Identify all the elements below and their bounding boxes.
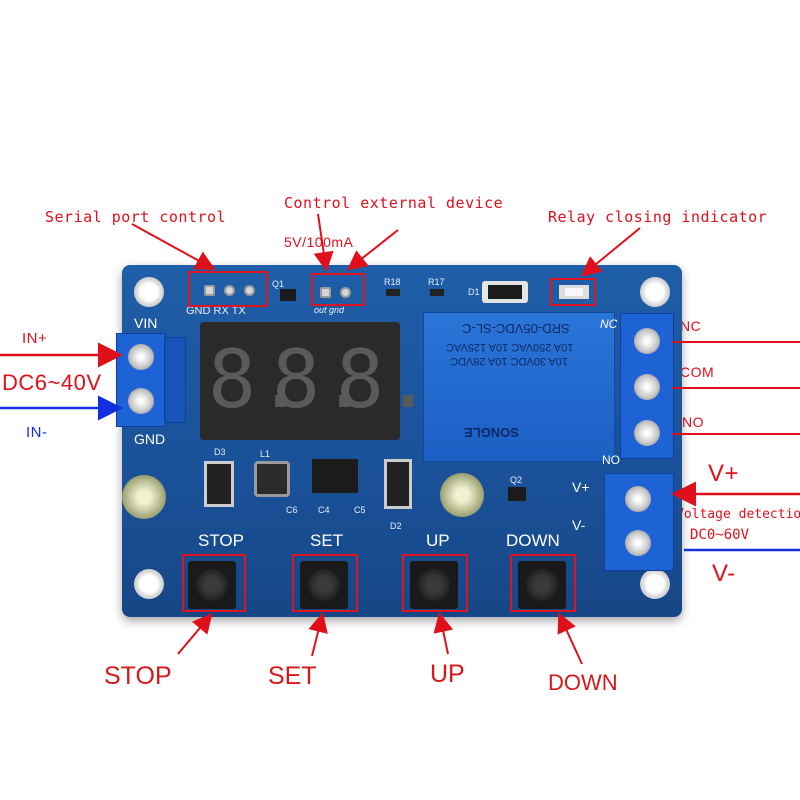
up-arrow — [433, 612, 454, 655]
c6-label: C6 — [286, 505, 298, 515]
capacitor-left — [122, 475, 166, 519]
detect-screw-minus — [625, 530, 651, 556]
serial-port-callout: Serial port control — [45, 208, 227, 226]
serial-port-highlight — [188, 271, 268, 307]
r18-label: R18 — [384, 277, 401, 287]
q1-label: Q1 — [272, 279, 285, 289]
set-button-cap[interactable] — [308, 569, 340, 601]
relay-led-highlight — [550, 278, 596, 306]
down-button-cap[interactable] — [526, 569, 558, 601]
down-label: DOWN — [548, 670, 618, 695]
d1-label: D1 — [468, 287, 480, 297]
set-silk: SET — [310, 531, 344, 550]
r17-resistor — [430, 289, 444, 296]
stop-arrow — [177, 612, 213, 655]
r18-resistor — [386, 289, 400, 296]
c5-label: C5 — [354, 505, 366, 515]
q2-label: Q2 — [510, 475, 523, 485]
relay-screw-nc — [634, 328, 660, 354]
l1-inductor — [254, 461, 290, 497]
mounting-hole-top-left — [134, 277, 164, 307]
set-button[interactable] — [300, 561, 348, 609]
five-volt-callout: 5V/100mA — [284, 234, 354, 250]
d2-diode — [384, 459, 412, 509]
input-terminal-side — [164, 337, 186, 423]
capacitor-right — [440, 473, 484, 517]
serial-port-arrow — [131, 223, 216, 270]
no-label: NO — [682, 414, 704, 430]
voltage-detection-label: Voltage detection — [676, 507, 800, 522]
input-screw-minus — [128, 388, 154, 414]
in-plus-label: IN+ — [22, 330, 48, 347]
c4-label: C4 — [318, 505, 330, 515]
v-plus-label: V+ — [708, 460, 740, 487]
stop-button[interactable] — [188, 561, 236, 609]
down-button-highlight — [510, 554, 576, 612]
d3-label: D3 — [214, 447, 226, 457]
vin-label: VIN — [134, 315, 158, 331]
down-button[interactable] — [518, 561, 566, 609]
v-minus-label: V- — [712, 560, 736, 587]
up-button[interactable] — [410, 561, 458, 609]
up-button-cap[interactable] — [418, 569, 450, 601]
output-pin-gnd — [340, 287, 351, 298]
relay-screw-no — [634, 420, 660, 446]
set-arrow — [308, 612, 328, 657]
stop-button-cap[interactable] — [196, 569, 228, 601]
input-screw-plus — [128, 344, 154, 370]
mounting-hole-bottom-right — [640, 569, 670, 599]
mounting-hole-top-right — [640, 277, 670, 307]
relay-screw-com — [634, 374, 660, 400]
serial-pin-gnd — [204, 285, 215, 296]
relay-led — [559, 285, 589, 299]
dc-detect-range-label: DC0~60V — [690, 527, 750, 543]
gnd-label: GND — [134, 431, 166, 447]
set-label: SET — [268, 662, 317, 690]
up-button-highlight — [402, 554, 468, 612]
relay-indicator-arrow — [580, 227, 641, 277]
control-external-callout: Control external device — [284, 194, 504, 212]
stop-silk: STOP — [198, 531, 244, 550]
relay-indicator-callout: Relay closing indicator — [548, 208, 768, 226]
d1-diode — [482, 281, 528, 303]
stop-label: STOP — [104, 662, 172, 690]
d2-label: D2 — [390, 521, 402, 531]
detect-screw-plus — [625, 486, 651, 512]
up-label: UP — [430, 660, 465, 688]
d3-diode — [204, 461, 234, 507]
control-external-arrow-2 — [346, 229, 399, 271]
r17-label: R17 — [428, 277, 445, 287]
relay-terminal-block — [620, 313, 674, 459]
stop-button-highlight — [182, 554, 246, 612]
detect-terminal-block — [604, 473, 674, 571]
mounting-hole-bottom-left — [134, 569, 164, 599]
serial-pin-tx — [244, 285, 255, 296]
com-label: COM — [680, 364, 715, 380]
q2-transistor — [508, 487, 526, 501]
control-external-arrow-1 — [313, 213, 334, 272]
serial-pin-labels: GND RX TX — [186, 305, 246, 317]
down-arrow — [557, 612, 583, 665]
set-button-highlight — [292, 554, 358, 612]
relay: SRD-05VDC-SL-C 10A 250VAC 10A 125VAC 10A… — [423, 312, 615, 462]
v-plus-silk: V+ — [572, 479, 590, 495]
output-header-highlight — [311, 273, 365, 306]
nc-label: NC — [680, 318, 702, 334]
nc-silk: NC — [600, 317, 618, 331]
l1-label: L1 — [260, 449, 271, 459]
q1-transistor — [280, 289, 296, 301]
serial-pin-rx — [224, 285, 235, 296]
input-terminal-block — [116, 333, 166, 427]
up-silk: UP — [426, 531, 450, 550]
down-silk: DOWN — [506, 531, 560, 550]
output-pin-out — [320, 287, 331, 298]
dc-range-label: DC6~40V — [2, 370, 102, 395]
no-silk: NO — [602, 453, 620, 467]
output-pin-labels: out gnd — [314, 305, 345, 315]
in-minus-label: IN- — [26, 424, 48, 441]
v-minus-silk: V- — [572, 517, 586, 533]
pcb-board: GND RX TX Q1 out gnd R18 R17 D1 VIN GND … — [116, 265, 682, 617]
control-ic — [312, 459, 358, 493]
